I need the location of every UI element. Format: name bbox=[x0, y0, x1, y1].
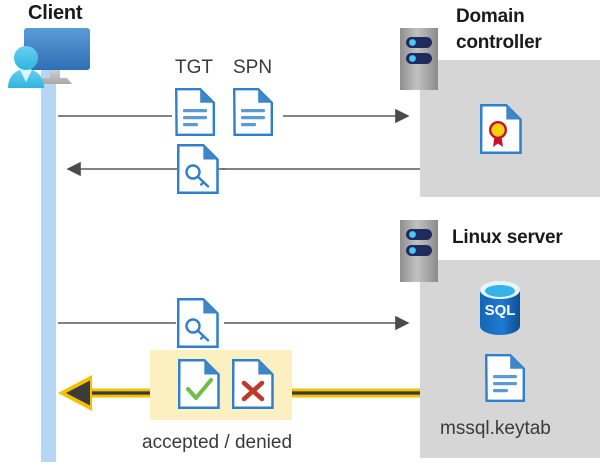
arrow-linux-to-client-result bbox=[58, 375, 420, 411]
label-tgt: TGT bbox=[175, 57, 213, 78]
label-mssql-keytab: mssql.keytab bbox=[440, 418, 551, 439]
page-title-client: Client bbox=[28, 2, 83, 24]
document-cross-icon-denied bbox=[231, 359, 274, 409]
document-check-icon-accepted bbox=[177, 359, 220, 409]
server-rack-icon-linux bbox=[400, 220, 438, 282]
document-icon-tgt bbox=[174, 88, 215, 136]
page-title-domain-controller: Domain controller bbox=[456, 4, 542, 56]
sql-database-icon: SQL bbox=[477, 281, 523, 335]
svg-text:SQL: SQL bbox=[485, 302, 516, 319]
dc-title-line1: Domain bbox=[456, 6, 525, 27]
server-rack-icon-domain-controller bbox=[400, 28, 438, 90]
certificate-document-icon bbox=[479, 104, 522, 154]
client-workstation-icon bbox=[6, 26, 102, 92]
document-key-icon-request bbox=[176, 298, 219, 348]
client-lifeline bbox=[41, 70, 56, 462]
label-accepted-denied: accepted / denied bbox=[142, 432, 293, 453]
dc-title-line2: controller bbox=[456, 32, 542, 53]
document-key-icon-ticket bbox=[176, 144, 219, 194]
page-title-linux-server: Linux server bbox=[452, 227, 563, 248]
label-spn: SPN bbox=[233, 57, 273, 78]
document-icon-spn bbox=[232, 88, 273, 136]
document-icon-keytab bbox=[484, 354, 525, 402]
